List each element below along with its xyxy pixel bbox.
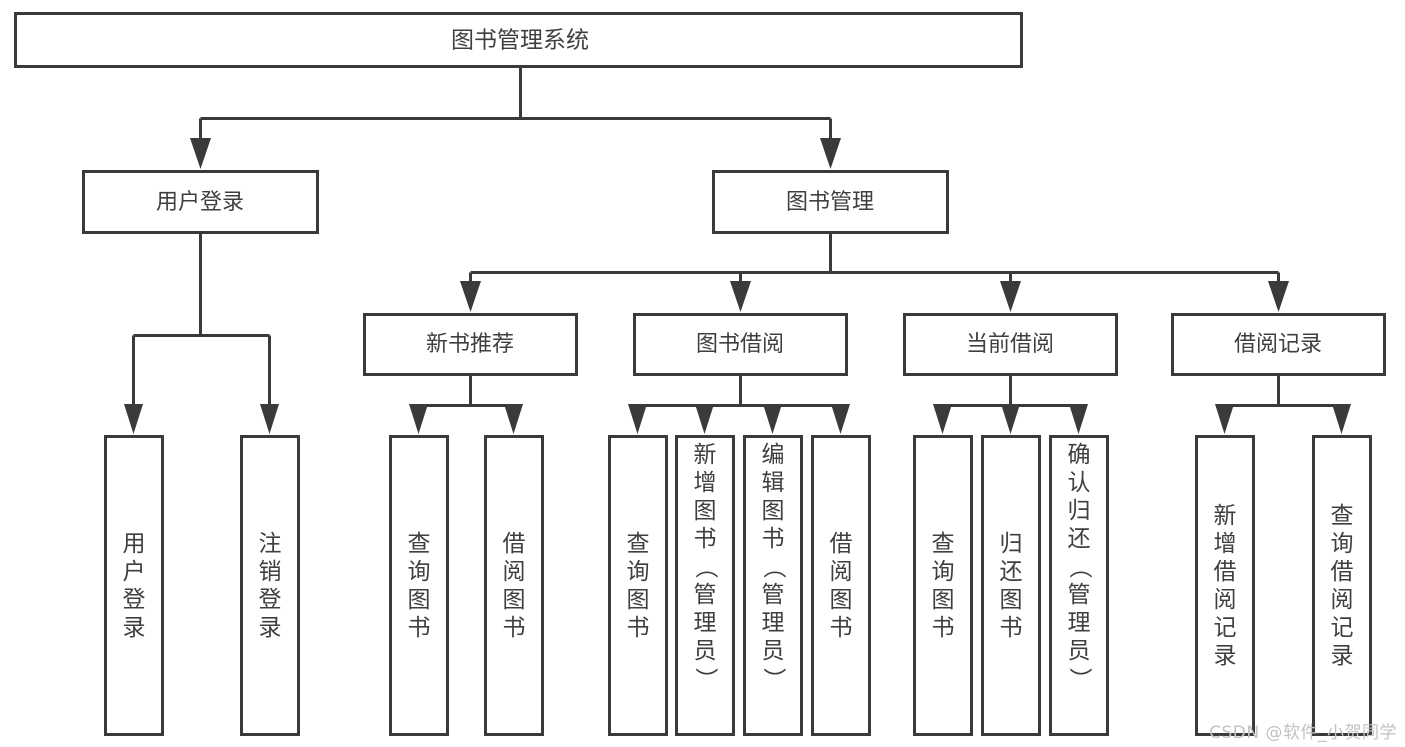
connector-currentborrow-to-leaves	[933, 375, 1088, 434]
leaf-box-currentborrow-0[interactable]	[913, 435, 973, 736]
arrowhead-user-login	[190, 138, 211, 169]
leaf-box-newbook-0[interactable]	[389, 435, 449, 736]
leaf-box-bookborrow-3[interactable]	[811, 435, 871, 736]
leaf-box-userlogin-1[interactable]	[240, 435, 300, 736]
node-user-login-box[interactable]	[82, 170, 319, 234]
node-book-borrow-label: 图书借阅	[696, 332, 784, 357]
arrowhead-borrow-record	[1268, 281, 1289, 312]
arrowhead-new-book	[460, 281, 481, 312]
node-root[interactable]: 图书管理系统	[14, 12, 1023, 68]
connector-root-to-level1	[190, 67, 841, 169]
node-current-borrow[interactable]: 当前借阅	[903, 313, 1118, 376]
leaf-box-currentborrow-2[interactable]	[1049, 435, 1109, 736]
arrowhead-leaf-newbook-0	[409, 404, 428, 434]
arrowhead-book-borrow	[730, 281, 751, 312]
arrowhead-book-manage	[820, 138, 841, 169]
node-root-box[interactable]	[14, 12, 1023, 68]
arrowhead-leaf-currentborrow-2	[1069, 404, 1088, 434]
arrowhead-leaf-bookborrow-0	[628, 404, 647, 434]
node-book-borrow-box[interactable]	[633, 313, 848, 376]
connector-userlogin-to-leaves	[124, 233, 279, 434]
node-user-login[interactable]: 用户登录	[82, 170, 319, 234]
node-borrow-record[interactable]: 借阅记录	[1171, 313, 1386, 376]
arrowhead-leaf-bookborrow-3	[831, 404, 850, 434]
arrowhead-leaf-newbook-1	[504, 404, 523, 434]
node-new-book-recommend-label: 新书推荐	[426, 332, 514, 357]
node-book-manage-label: 图书管理	[786, 190, 874, 215]
node-current-borrow-box[interactable]	[903, 313, 1118, 376]
node-root-label: 图书管理系统	[451, 28, 589, 54]
arrowhead-leaf-userlogin-0	[124, 404, 143, 434]
leaf-box-borrowrecord-1[interactable]	[1312, 435, 1372, 736]
node-new-book-recommend-box[interactable]	[363, 313, 578, 376]
arrowhead-leaf-currentborrow-0	[933, 404, 952, 434]
leaf-boxes	[104, 435, 1372, 736]
leaf-box-bookborrow-0[interactable]	[608, 435, 668, 736]
arrowhead-leaf-bookborrow-2	[763, 404, 782, 434]
leaf-box-bookborrow-1[interactable]	[675, 435, 735, 736]
leaf-box-bookborrow-2[interactable]	[743, 435, 803, 736]
csdn-watermark: CSDN @软件_小贺同学	[1209, 723, 1397, 743]
leaf-box-borrowrecord-0[interactable]	[1195, 435, 1255, 736]
arrowhead-leaf-borrowrecord-0	[1215, 404, 1234, 434]
node-current-borrow-label: 当前借阅	[966, 332, 1054, 357]
connector-bookmanage-to-level2	[460, 233, 1289, 312]
arrowhead-leaf-bookborrow-1	[695, 404, 714, 434]
node-user-login-label: 用户登录	[156, 190, 244, 215]
connector-bookborrow-to-leaves	[628, 375, 850, 434]
arrowhead-current-borrow	[1000, 281, 1021, 312]
node-book-manage-box[interactable]	[712, 170, 949, 234]
arrowhead-leaf-userlogin-1	[260, 404, 279, 434]
connector-borrowrecord-to-leaves	[1215, 375, 1351, 434]
leaf-box-newbook-1[interactable]	[484, 435, 544, 736]
node-book-manage[interactable]: 图书管理	[712, 170, 949, 234]
node-book-borrow[interactable]: 图书借阅	[633, 313, 848, 376]
connector-newbook-to-leaves	[409, 375, 523, 434]
node-borrow-record-label: 借阅记录	[1234, 332, 1322, 357]
node-borrow-record-box[interactable]	[1171, 313, 1386, 376]
arrowhead-leaf-borrowrecord-1	[1332, 404, 1351, 434]
leaf-box-currentborrow-1[interactable]	[981, 435, 1041, 736]
leaf-box-userlogin-0[interactable]	[104, 435, 164, 736]
arrowhead-leaf-currentborrow-1	[1001, 404, 1020, 434]
node-new-book-recommend[interactable]: 新书推荐	[363, 313, 578, 376]
